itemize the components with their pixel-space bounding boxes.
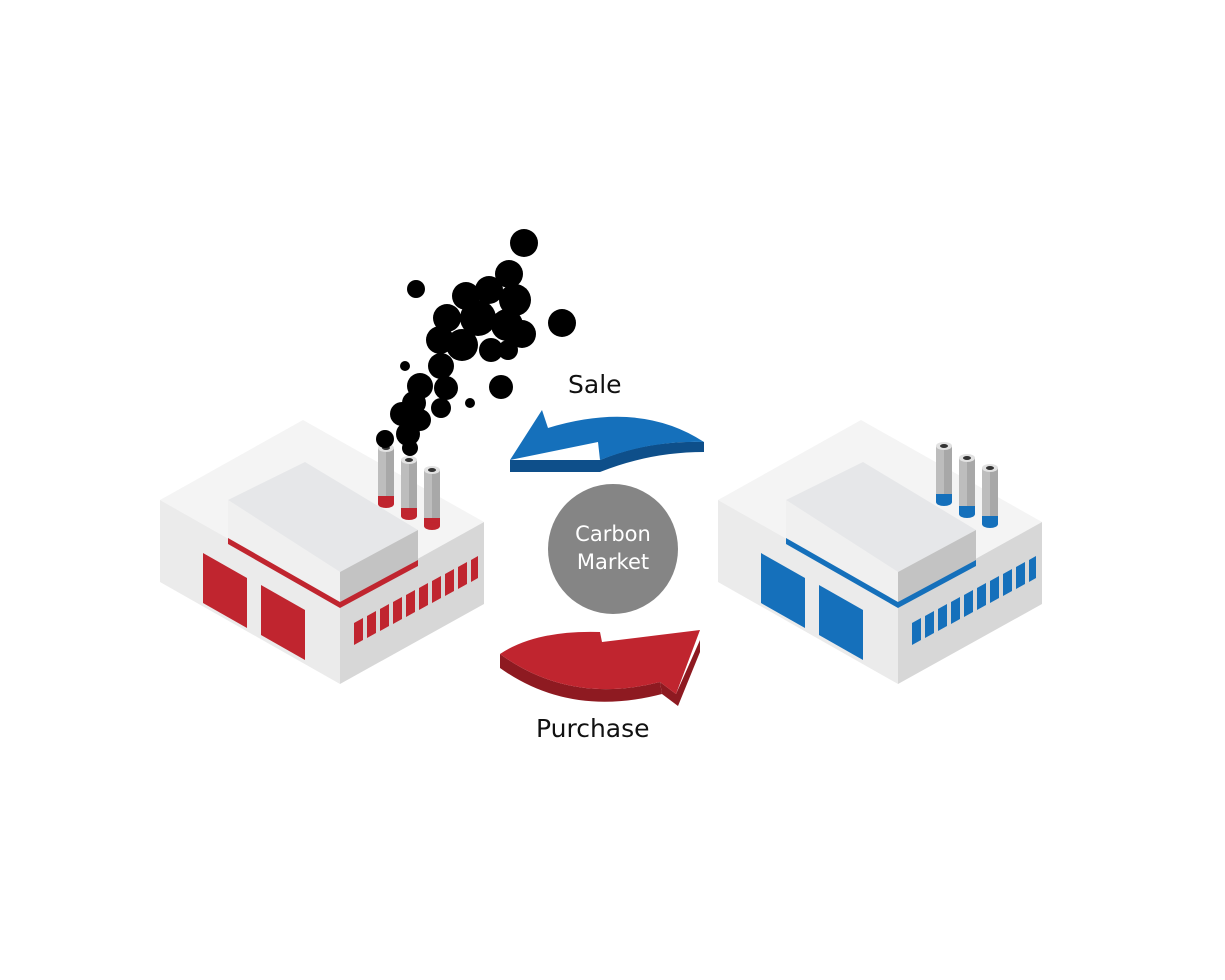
chimney: [982, 464, 998, 528]
carbon-market-label: Carbon Market: [548, 520, 678, 576]
curved-arrow-right-icon: [500, 630, 700, 706]
chimney: [936, 442, 952, 506]
factory-windows: [354, 556, 478, 645]
carbon-market-circle: [548, 484, 678, 614]
clean-factory-icon: [718, 420, 1042, 684]
smoke-cloud-icon: [376, 229, 576, 456]
carbon-market-line2: Market: [576, 550, 650, 574]
carbon-market-line1: Carbon: [575, 522, 651, 546]
factory-door: [203, 553, 247, 628]
polluting-factory-icon: [160, 420, 484, 684]
factory-windows: [912, 556, 1036, 645]
sale-label: Sale: [568, 370, 622, 399]
factory-door: [819, 585, 863, 660]
purchase-label: Purchase: [536, 714, 650, 743]
chimney: [401, 456, 417, 520]
factory-door: [761, 553, 805, 628]
chimney: [424, 466, 440, 530]
chimney: [959, 454, 975, 518]
chimney: [378, 444, 394, 508]
curved-arrow-left-icon: [510, 410, 704, 472]
factory-door: [261, 585, 305, 660]
